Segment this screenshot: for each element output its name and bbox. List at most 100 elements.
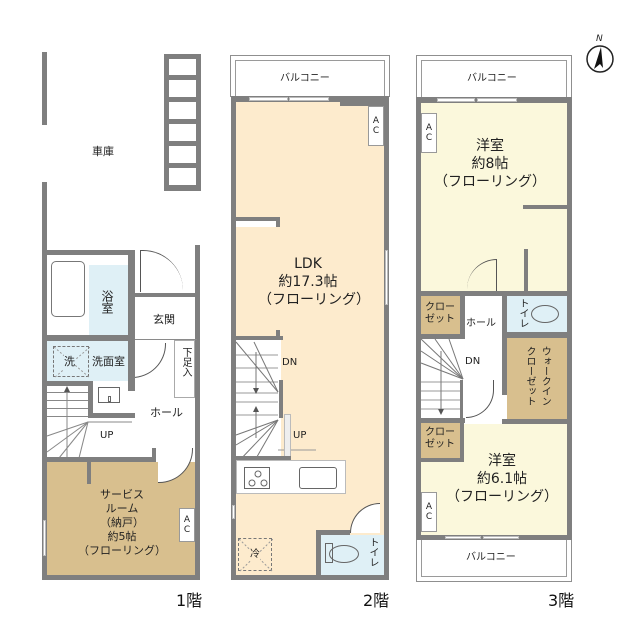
walk-in-closet xyxy=(507,338,567,419)
stairs-up-label-f1: UP xyxy=(100,430,114,441)
service-room-window xyxy=(43,520,46,556)
western-room-1-divider xyxy=(524,249,528,291)
closet-2-wall-bottom xyxy=(416,458,464,462)
balcony-north-label-f3: バルコニー xyxy=(467,73,517,84)
f3-window-top-1 xyxy=(437,98,475,102)
f2-wall-bottom xyxy=(231,575,389,580)
fridge-space xyxy=(238,538,273,572)
ac-unit-f3-2: AC xyxy=(421,492,437,532)
toilet-label-f2: トイレ xyxy=(367,537,378,567)
stairs-down-label-f3: DN xyxy=(465,356,481,367)
f1-outer-right xyxy=(195,245,200,580)
balcony-south-label-f3: バルコニー xyxy=(466,552,516,563)
stairs-f2-top-wall xyxy=(236,336,283,340)
washroom-wall-right xyxy=(128,341,135,391)
closet-2-label: クロー ゼット xyxy=(425,427,455,450)
stairs-up-label-f2: UP xyxy=(293,430,307,441)
ac-unit-f1: AC xyxy=(179,508,195,542)
stairs-f2-bottom-wall xyxy=(236,456,291,460)
stove-icon xyxy=(244,467,270,489)
sink-wall-left xyxy=(88,381,93,418)
north-arrow-icon xyxy=(586,45,614,73)
garage-label: 車庫 xyxy=(92,145,114,158)
ac-unit-f2: AC xyxy=(368,106,384,146)
ldk-label: LDK 約17.3帖 （フローリング） xyxy=(258,256,370,308)
western-room-2-label: 洋室 約6.1帖 （フローリング） xyxy=(446,453,558,505)
ldk-nook-wall xyxy=(236,217,280,221)
bath-label: 浴室 xyxy=(100,290,114,314)
kitchen-counter xyxy=(236,460,346,494)
stairs-f2 xyxy=(235,340,316,463)
toilet-room-f3 xyxy=(507,296,567,332)
toilet-f2-wall-top xyxy=(316,530,350,535)
western-room-1-partition xyxy=(523,205,567,209)
toilet-bowl-icon-f2 xyxy=(329,545,359,563)
closet-2 xyxy=(421,423,460,458)
f3-window-bottom-2 xyxy=(483,536,519,539)
balcony-south-f3 xyxy=(416,540,572,582)
f2-wall-top-right xyxy=(340,96,389,106)
sink-wall-bottom xyxy=(88,413,135,418)
garage-wall-lower xyxy=(42,182,47,252)
ldk-window-top-1 xyxy=(249,97,288,101)
toilet-bowl-icon-f3 xyxy=(531,305,559,323)
entrance-line xyxy=(135,339,197,340)
closet-2-wall-right xyxy=(460,418,464,462)
entrance-label: 玄関 xyxy=(153,313,175,326)
stairs-down-label-f2: DN xyxy=(282,357,298,368)
f3-mid-wall-top xyxy=(416,291,572,296)
washroom-door[interactable] xyxy=(130,343,166,378)
ldk-nook-wall-side xyxy=(276,217,280,227)
garage-wall-upper xyxy=(42,52,47,125)
compass: N xyxy=(583,34,617,78)
floor-label-3: 3階 xyxy=(548,591,575,610)
bath-wall-right xyxy=(128,250,135,340)
western-room-2 xyxy=(464,424,567,536)
washer-label: 洗 xyxy=(64,354,75,370)
ldk-window-left-bottom xyxy=(232,505,235,519)
stairs-f2-spine xyxy=(279,380,283,418)
closet-1-wall-right xyxy=(460,291,465,338)
bath-room xyxy=(89,265,128,335)
bath-wall-top xyxy=(42,250,135,255)
washer-space xyxy=(53,346,90,378)
entrance-door[interactable] xyxy=(140,250,183,292)
stairs-f3-spine xyxy=(460,380,463,420)
hall-label-f1: ホール xyxy=(150,406,183,419)
walk-in-closet-label: クローゼット ウォークイン xyxy=(524,346,551,406)
f2-wall-right xyxy=(384,96,389,580)
f1-outer-bottom xyxy=(42,575,200,580)
toilet-f3-wall-bottom xyxy=(502,332,572,338)
walk-in-closet-wall-bottom xyxy=(502,419,572,424)
toilet-label-f3: トイレ xyxy=(517,298,528,328)
stairs-f2-mid-wall xyxy=(276,330,280,340)
hall-f3 xyxy=(465,296,502,394)
western-room-1-label: 洋室 約8帖 （フローリング） xyxy=(434,138,546,190)
stairs-f3-bottom-wall xyxy=(416,418,465,423)
f3-window-bottom-1 xyxy=(445,536,481,539)
balcony-f2 xyxy=(230,55,390,98)
service-room-partition xyxy=(87,462,91,484)
service-room-label: サービス ルーム （納戸） 約5帖 （フローリング） xyxy=(78,488,166,557)
closet-1-label: クロー ゼット xyxy=(425,302,455,325)
f3-wall-left xyxy=(416,97,421,540)
f3-window-top-2 xyxy=(477,98,517,102)
balcony-label-f2: バルコニー xyxy=(280,73,330,84)
kitchen-sink-icon xyxy=(299,467,337,489)
stairs-wall-bottom-f1 xyxy=(42,457,154,462)
toilet-room-f2 xyxy=(321,535,384,575)
f2-wall-left xyxy=(231,96,236,580)
ldk-window-right xyxy=(385,250,388,305)
washroom-label: 洗面室 xyxy=(92,355,125,368)
bath-wall-bottom xyxy=(42,335,135,341)
shoe-box: 下足入 xyxy=(174,340,195,398)
f1-outer-left xyxy=(42,250,47,580)
entrance-step xyxy=(135,293,197,297)
closet-1 xyxy=(421,296,460,334)
western-room-1 xyxy=(421,103,567,291)
fridge-label: 冷 xyxy=(250,549,260,561)
ldk-window-top-2 xyxy=(289,97,329,101)
hall-label-f3: ホール xyxy=(466,318,496,329)
balcony-north-f3 xyxy=(416,55,572,99)
floor-label-2: 2階 xyxy=(363,591,390,610)
